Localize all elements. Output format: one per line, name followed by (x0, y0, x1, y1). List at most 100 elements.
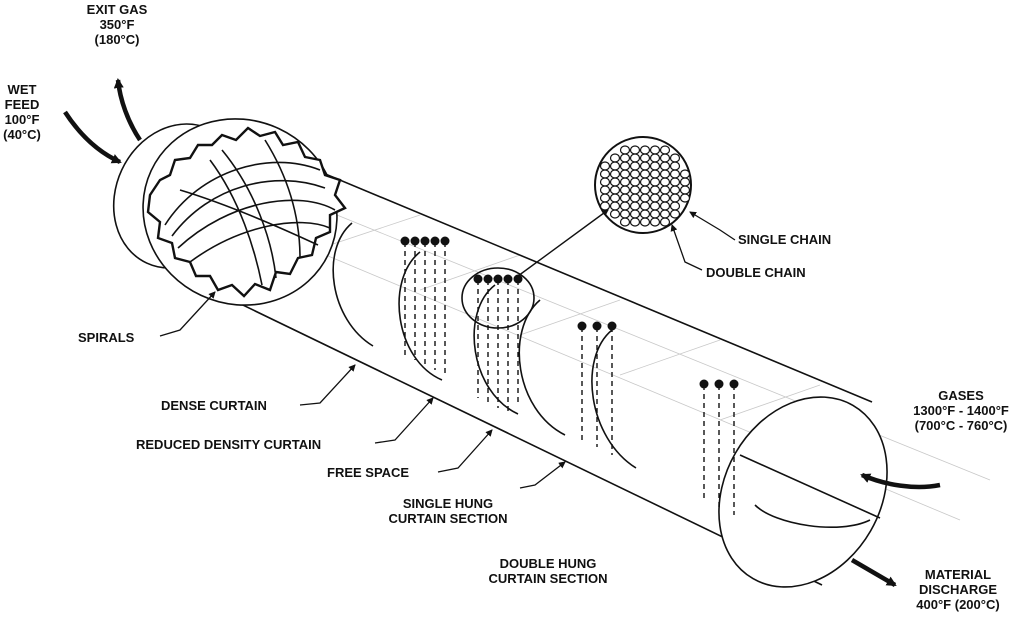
chain-link (609, 153, 621, 163)
spirals-label: SPIRALS (78, 330, 135, 345)
chain-link (609, 193, 621, 203)
chain-link (649, 161, 661, 171)
chain-link (649, 185, 661, 195)
dense-curtain-anchors (400, 236, 450, 246)
chain-link (609, 177, 621, 187)
chain-link (629, 201, 641, 211)
chain-link (639, 161, 651, 171)
chain-link (659, 209, 671, 219)
flow-arrows (63, 78, 941, 587)
chain-link (669, 177, 681, 187)
chain-link (599, 161, 611, 171)
chain-link (629, 185, 641, 195)
chain-link (649, 209, 661, 219)
wet-feed-line1: WET (7, 82, 37, 97)
chain-link (669, 169, 681, 179)
chain-link (659, 177, 671, 187)
reduced-density-curtain-label: REDUCED DENSITY CURTAIN (136, 437, 322, 452)
chain-link (629, 145, 641, 155)
chain-link (639, 177, 651, 187)
exit-gas-temp-c: (180°C) (94, 32, 140, 47)
chain-link (629, 193, 641, 203)
single-hung-label: SINGLE HUNG CURTAIN SECTION (388, 496, 508, 526)
chain-link (679, 177, 691, 187)
discharge-end (718, 396, 888, 588)
double-hung-chains (703, 385, 735, 515)
chain-link (679, 169, 691, 179)
exit-gas-arrow (113, 78, 142, 142)
chain-link (669, 201, 681, 211)
chain-link (639, 145, 651, 155)
chain-link (619, 217, 631, 227)
chain-link (649, 201, 661, 211)
gases-label: GASES 1300°F - 1400°F (700°C - 760°C) (913, 388, 1009, 433)
chain-link (639, 201, 651, 211)
chain-link (659, 169, 671, 179)
exit-gas-title: EXIT GAS (86, 2, 148, 17)
chain-link (619, 153, 631, 163)
chain-link (669, 161, 681, 171)
chain-link (639, 193, 651, 203)
chain-link (629, 209, 641, 219)
chain-link (619, 161, 631, 171)
chain-link (669, 185, 681, 195)
wet-feed-arrow (63, 110, 122, 165)
curtain-rings (332, 222, 637, 469)
chain-link (609, 185, 621, 195)
chain-link (659, 201, 671, 211)
wet-feed-line2: FEED (4, 97, 40, 112)
chain-link (659, 217, 671, 227)
chain-link (619, 177, 631, 187)
chain-link (659, 161, 671, 171)
double-hung-anchors (699, 379, 739, 389)
chain-link (619, 145, 631, 155)
dense-curtain-label: DENSE CURTAIN (161, 398, 267, 413)
double-chain-label: DOUBLE CHAIN (706, 265, 806, 280)
chain-link (619, 193, 631, 203)
chain-link (609, 201, 621, 211)
chain-link (649, 153, 661, 163)
chain-link (609, 161, 621, 171)
chain-link (629, 177, 641, 187)
chain-link (599, 201, 611, 211)
magnify-circle (461, 267, 535, 329)
chain-link (669, 209, 681, 219)
gases-in-arrow (860, 472, 941, 490)
chain-link (639, 153, 651, 163)
chain-link (619, 201, 631, 211)
chain-link (649, 217, 661, 227)
chain-link (599, 169, 611, 179)
chain-link (619, 185, 631, 195)
chain-link (639, 185, 651, 195)
magnify-pointer (517, 209, 609, 277)
free-space-label: FREE SPACE (327, 465, 410, 480)
double-hung-label: DOUBLE HUNG CURTAIN SECTION (488, 556, 608, 586)
chain-link (629, 153, 641, 163)
chain-link (629, 161, 641, 171)
chain-link (599, 185, 611, 195)
chain-link (609, 209, 621, 219)
chain-link (679, 193, 691, 203)
chain-link (659, 145, 671, 155)
wet-feed-temp-f: 100°F (4, 112, 40, 127)
dense-curtain-chains (404, 242, 446, 375)
chain-link (649, 145, 661, 155)
chain-link (629, 217, 641, 227)
chain-link (609, 169, 621, 179)
material-discharge-label: MATERIAL DISCHARGE 400°F (200°C) (916, 567, 1000, 612)
exit-gas-temp-f: 350°F (99, 17, 135, 32)
chain-detail-inset (594, 136, 692, 234)
chain-link (649, 177, 661, 187)
wet-feed-label: WET FEED 100°F (40°C) (0, 82, 44, 142)
chain-link (599, 177, 611, 187)
chain-link (649, 193, 661, 203)
single-hung-anchors (577, 321, 617, 331)
chain-link (639, 209, 651, 219)
single-chain-label: SINGLE CHAIN (738, 232, 832, 247)
chain-link (669, 193, 681, 203)
material-discharge-arrow (850, 558, 897, 587)
chain-link (679, 185, 691, 195)
chain-link (599, 193, 611, 203)
spirals-cutaway (146, 126, 347, 298)
